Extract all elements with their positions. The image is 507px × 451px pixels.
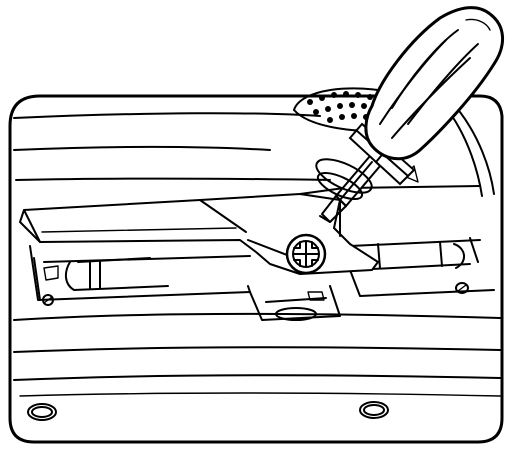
phillips-screw-icon bbox=[287, 235, 325, 273]
device-body-contours bbox=[14, 113, 500, 396]
rubber-feet bbox=[28, 402, 388, 420]
